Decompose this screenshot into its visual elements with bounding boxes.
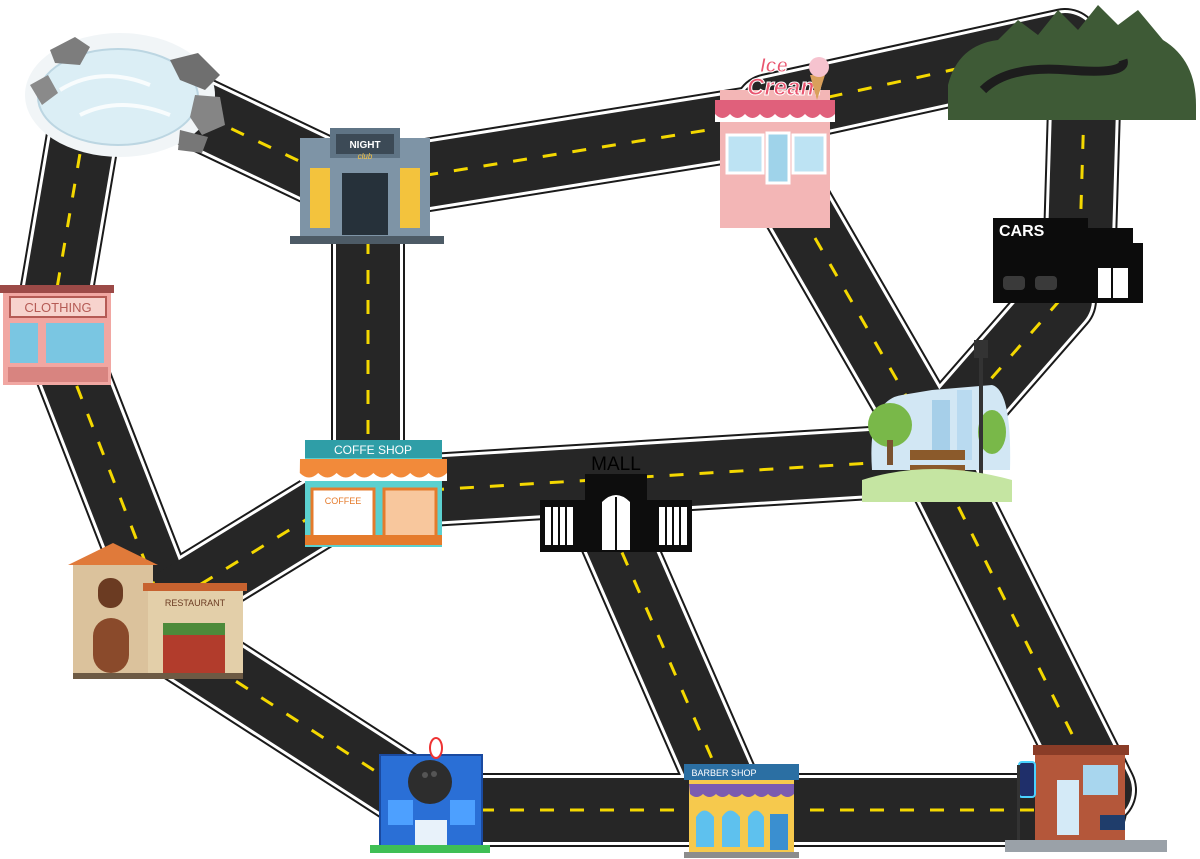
ice-cream-sign: Ice (760, 55, 788, 77)
mall-sign: MALL (591, 454, 641, 475)
bowling-alley-icon[interactable] (370, 737, 490, 853)
coffee-shop-sign: COFFE SHOP (334, 443, 412, 457)
lane-marking (364, 118, 771, 187)
mall-icon[interactable]: MALL (540, 454, 692, 552)
ice-cream-shop-icon[interactable]: Ice Cream (715, 55, 835, 228)
lane-marking (429, 458, 921, 492)
night-club-sign: NIGHT (349, 140, 380, 151)
lane-marking (53, 329, 162, 601)
barber-shop-sign: BARBER SHOP (691, 768, 756, 778)
clothing-sign: CLOTHING (24, 300, 91, 315)
coffee-window-sign: COFFEE (325, 496, 362, 506)
frozen-lake-icon[interactable] (25, 33, 225, 157)
night-club-sign-script: club (358, 152, 373, 161)
ice-cream-sign-script: Cream (747, 74, 822, 101)
forest-road-icon[interactable] (948, 5, 1196, 120)
car-dealer-icon[interactable]: CARS (993, 218, 1143, 303)
car-dealer-sign: CARS (999, 223, 1045, 240)
bar-icon[interactable] (1005, 745, 1167, 852)
lane-marking (608, 524, 732, 801)
night-club-icon[interactable]: NIGHT club (290, 128, 444, 244)
restaurant-icon[interactable]: RESTAURANT (68, 543, 247, 679)
lane-marking (768, 159, 922, 421)
coffee-shop-icon[interactable]: COFFE SHOP COFFEE (299, 440, 447, 547)
restaurant-sign: RESTAURANT (165, 598, 226, 608)
road-segment (913, 448, 1132, 822)
park-icon[interactable] (862, 340, 1012, 502)
clothing-store-icon[interactable]: CLOTHING (0, 285, 114, 385)
barber-shop-icon[interactable]: BARBER SHOP (684, 764, 799, 858)
